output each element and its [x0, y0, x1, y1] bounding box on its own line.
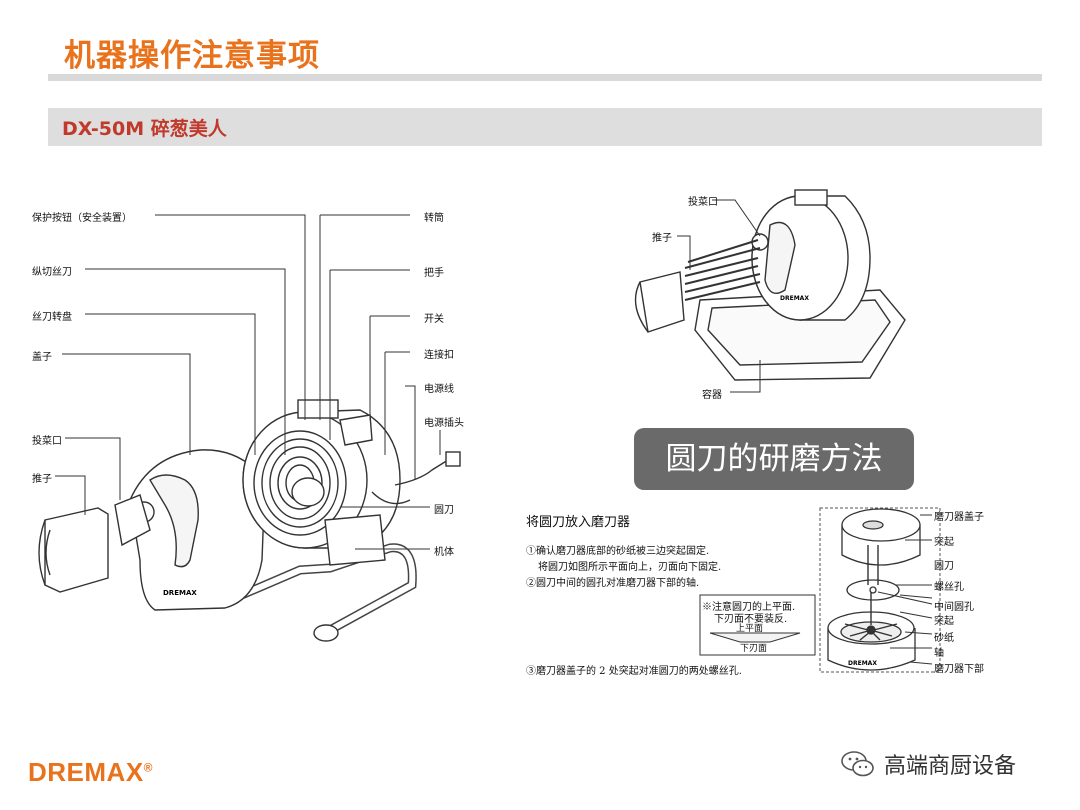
label-handle: 把手 [424, 268, 444, 279]
note-line1: ※注意圆刀的上平面. [702, 602, 796, 613]
label-sharpener-lower: 磨刀器下部 [934, 664, 984, 675]
model-name: DX-50M 碎葱美人 [62, 118, 227, 140]
label-plug: 电源插头 [424, 418, 464, 429]
note-lower-face: 下刃面 [740, 644, 768, 654]
page-title: 机器操作注意事项 [64, 38, 320, 74]
label-pusher: 推子 [32, 474, 52, 485]
right-body-brand: DREMAX [780, 295, 809, 302]
label-feed-port: 投菜口 [32, 436, 62, 447]
label-shaft: 轴 [934, 648, 944, 659]
wechat-icon [841, 751, 874, 777]
sharpener-brand: DREMAX [848, 660, 877, 667]
watermark-text: 高端商厨设备 [884, 754, 1017, 779]
label-clip: 连接扣 [424, 350, 454, 361]
label-power-cord: 电源线 [424, 384, 454, 395]
model-bar: DX-50M 碎葱美人 [48, 108, 1042, 146]
label-center-hole: 中间圆孔 [934, 602, 974, 613]
label-lid: 盖子 [32, 352, 52, 363]
label-body: 机体 [434, 547, 454, 558]
brand-logo-text: DREMAX [28, 757, 144, 787]
brand-logo: DREMAX® [28, 757, 153, 788]
label-protrusion-1: 突起 [934, 537, 954, 548]
body-brand: DREMAX [163, 589, 197, 597]
title-divider [48, 74, 1042, 81]
label-sandpaper: 砂纸 [934, 633, 954, 644]
label-round-blade: 圆刀 [434, 505, 454, 516]
instruction-step1b: 将圆刀如图所示平面向上，刃面向下固定. [538, 562, 722, 573]
watermark: 高端商厨设备 [840, 748, 1016, 780]
label-screw-hole: 螺丝孔 [934, 582, 964, 593]
registered-mark: ® [143, 760, 154, 775]
label-safety-button: 保护按钮（安全装置） [32, 213, 132, 224]
method-heading: 圆刀的研磨方法 [634, 428, 914, 490]
label-right-feed-port: 投菜口 [688, 197, 718, 208]
note-line2: 下刃面不要装反. [714, 614, 788, 625]
label-sharpener-blade: 圆刀 [934, 561, 954, 572]
label-switch: 开关 [424, 314, 444, 325]
label-container: 容器 [702, 390, 722, 401]
instruction-step3: ③磨刀器盖子的 2 处突起对准圆刀的两处螺丝孔. [526, 666, 742, 677]
label-protrusion-2: 突起 [934, 616, 954, 627]
instructions-heading: 将圆刀放入磨刀器 [526, 515, 631, 530]
instruction-step2: ②圆刀中间的圆孔对准磨刀器下部的轴. [526, 578, 700, 589]
label-blade-disc: 丝刀转盘 [32, 312, 72, 323]
label-sharpener-cover: 磨刀器盖子 [934, 512, 984, 523]
label-julienne-blade: 纵切丝刀 [32, 267, 72, 278]
label-drum: 转筒 [424, 213, 444, 224]
instruction-step1a: ①确认磨刀器底部的砂纸被三边突起固定. [526, 546, 710, 557]
label-right-pusher: 推子 [652, 233, 672, 244]
note-upper-face: 上平面 [736, 624, 764, 634]
